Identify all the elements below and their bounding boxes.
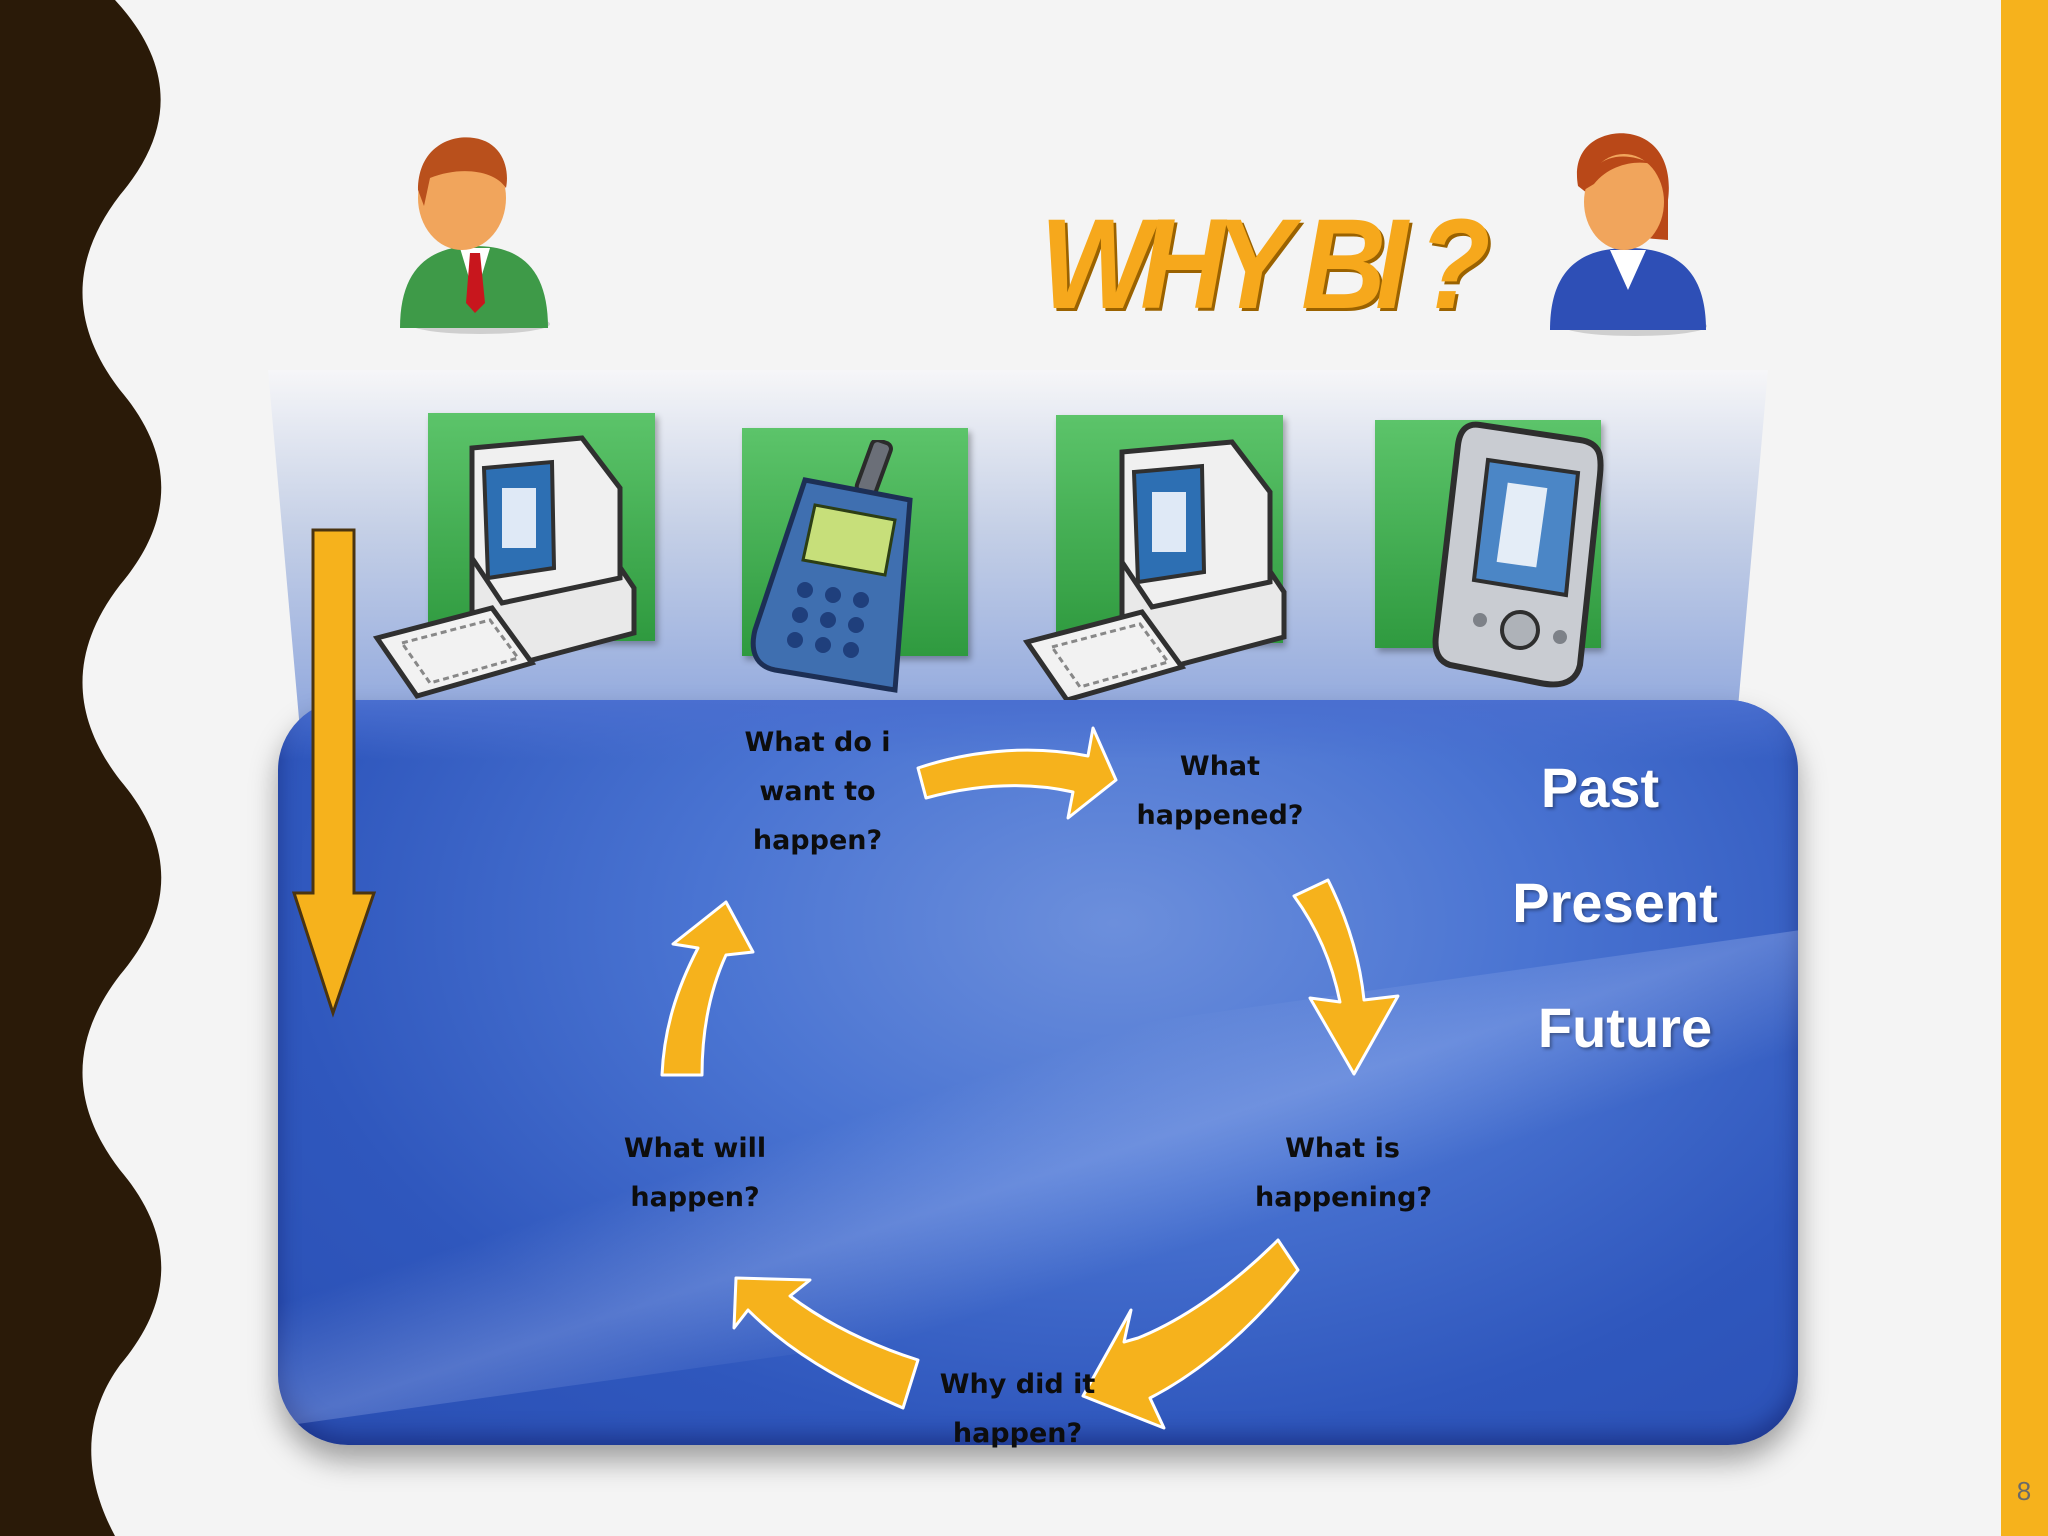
timeline-future: Future [1537, 996, 1713, 1059]
desktop-computer-icon [372, 435, 637, 699]
cycle-step-will: What will happen? [623, 1133, 767, 1213]
accent-bar [2001, 0, 2048, 1536]
arrow-icon [1292, 878, 1400, 1076]
arrow-icon [660, 900, 755, 1077]
cycle-step-why: Why did it happen? [939, 1369, 1096, 1449]
cycle-arrows [660, 726, 1400, 1430]
page-number: 8 [2016, 1476, 2032, 1506]
pda-icon [1432, 421, 1604, 688]
desktop-computer-icon [1022, 439, 1287, 703]
mobile-phone-icon [750, 440, 913, 693]
slide-title: WHY BI ? [1040, 193, 1490, 336]
arrow-icon [916, 726, 1118, 820]
timeline-present: Present [1512, 871, 1718, 934]
arrow-icon [732, 1276, 920, 1410]
cycle-step-happening: What is happening? [1255, 1133, 1433, 1213]
cycle-panel [278, 700, 1798, 1445]
cycle-step-happened: What happened? [1136, 751, 1304, 831]
businesswoman-icon [1550, 133, 1707, 336]
down-arrow-icon [291, 528, 377, 1018]
timeline-past: Past [1540, 756, 1660, 819]
wavy-left-band [0, 0, 162, 1536]
businessman-icon [400, 137, 550, 334]
cycle-step-want: What do i want to happen? [744, 727, 891, 856]
arrow-icon [1081, 1238, 1300, 1430]
